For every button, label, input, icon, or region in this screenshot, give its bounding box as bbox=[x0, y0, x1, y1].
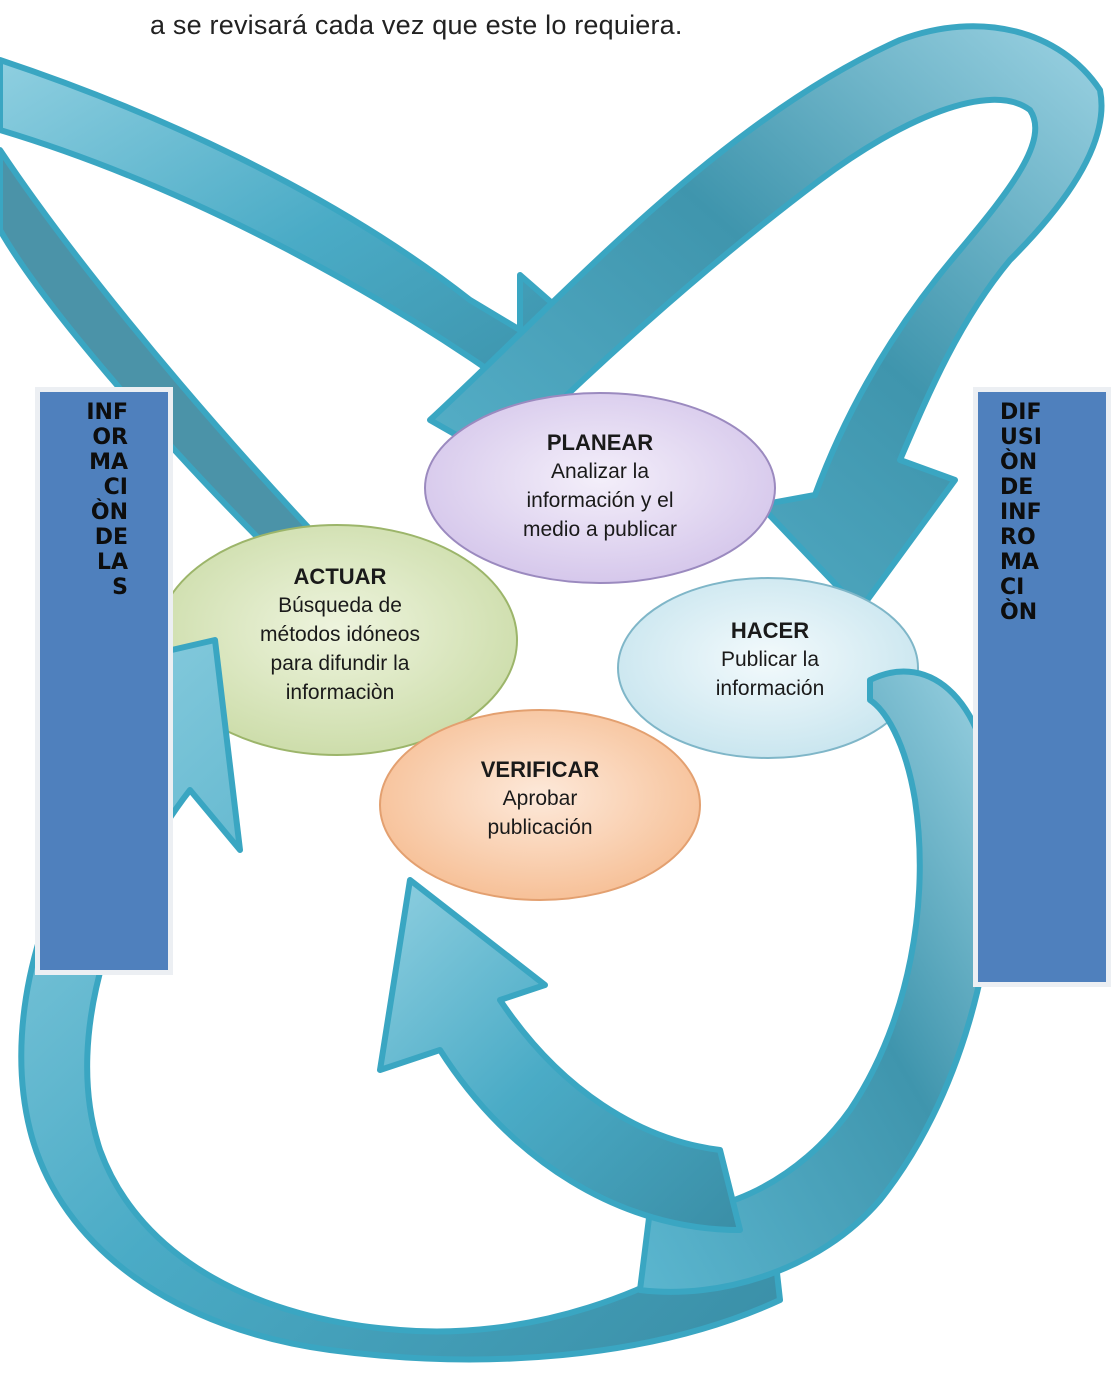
hacer-ellipse bbox=[617, 577, 919, 759]
hacer-label: HACER Publicar la información bbox=[660, 616, 880, 703]
planear-label: PLANEAR Analizar la información y el med… bbox=[470, 428, 730, 544]
arrow-ribbon-topright bbox=[427, 23, 1105, 613]
right-box-text: DIF USI ÒN DE INF RO MA CI ÒN bbox=[1000, 400, 1042, 625]
right-info-box: DIF USI ÒN DE INF RO MA CI ÒN bbox=[978, 392, 1106, 982]
header-text: a se revisará cada vez que este lo requi… bbox=[150, 10, 683, 40]
verificar-ellipse bbox=[379, 709, 701, 901]
hacer-title: HACER bbox=[730, 618, 810, 643]
actuar-title: ACTUAR bbox=[293, 564, 387, 589]
actuar-label: ACTUAR Búsqueda de métodos idóneos para … bbox=[210, 562, 470, 707]
arrow-up-verificar bbox=[377, 877, 743, 1233]
left-info-box: INF OR MA CI ÒN DE LA S bbox=[40, 392, 168, 970]
planear-ellipse bbox=[424, 392, 776, 584]
verificar-label: VERIFICAR Aprobar publicación bbox=[420, 755, 660, 842]
left-box-text: INF OR MA CI ÒN DE LA S bbox=[86, 400, 128, 600]
verificar-title: VERIFICAR bbox=[480, 757, 600, 782]
planear-title: PLANEAR bbox=[546, 430, 654, 455]
